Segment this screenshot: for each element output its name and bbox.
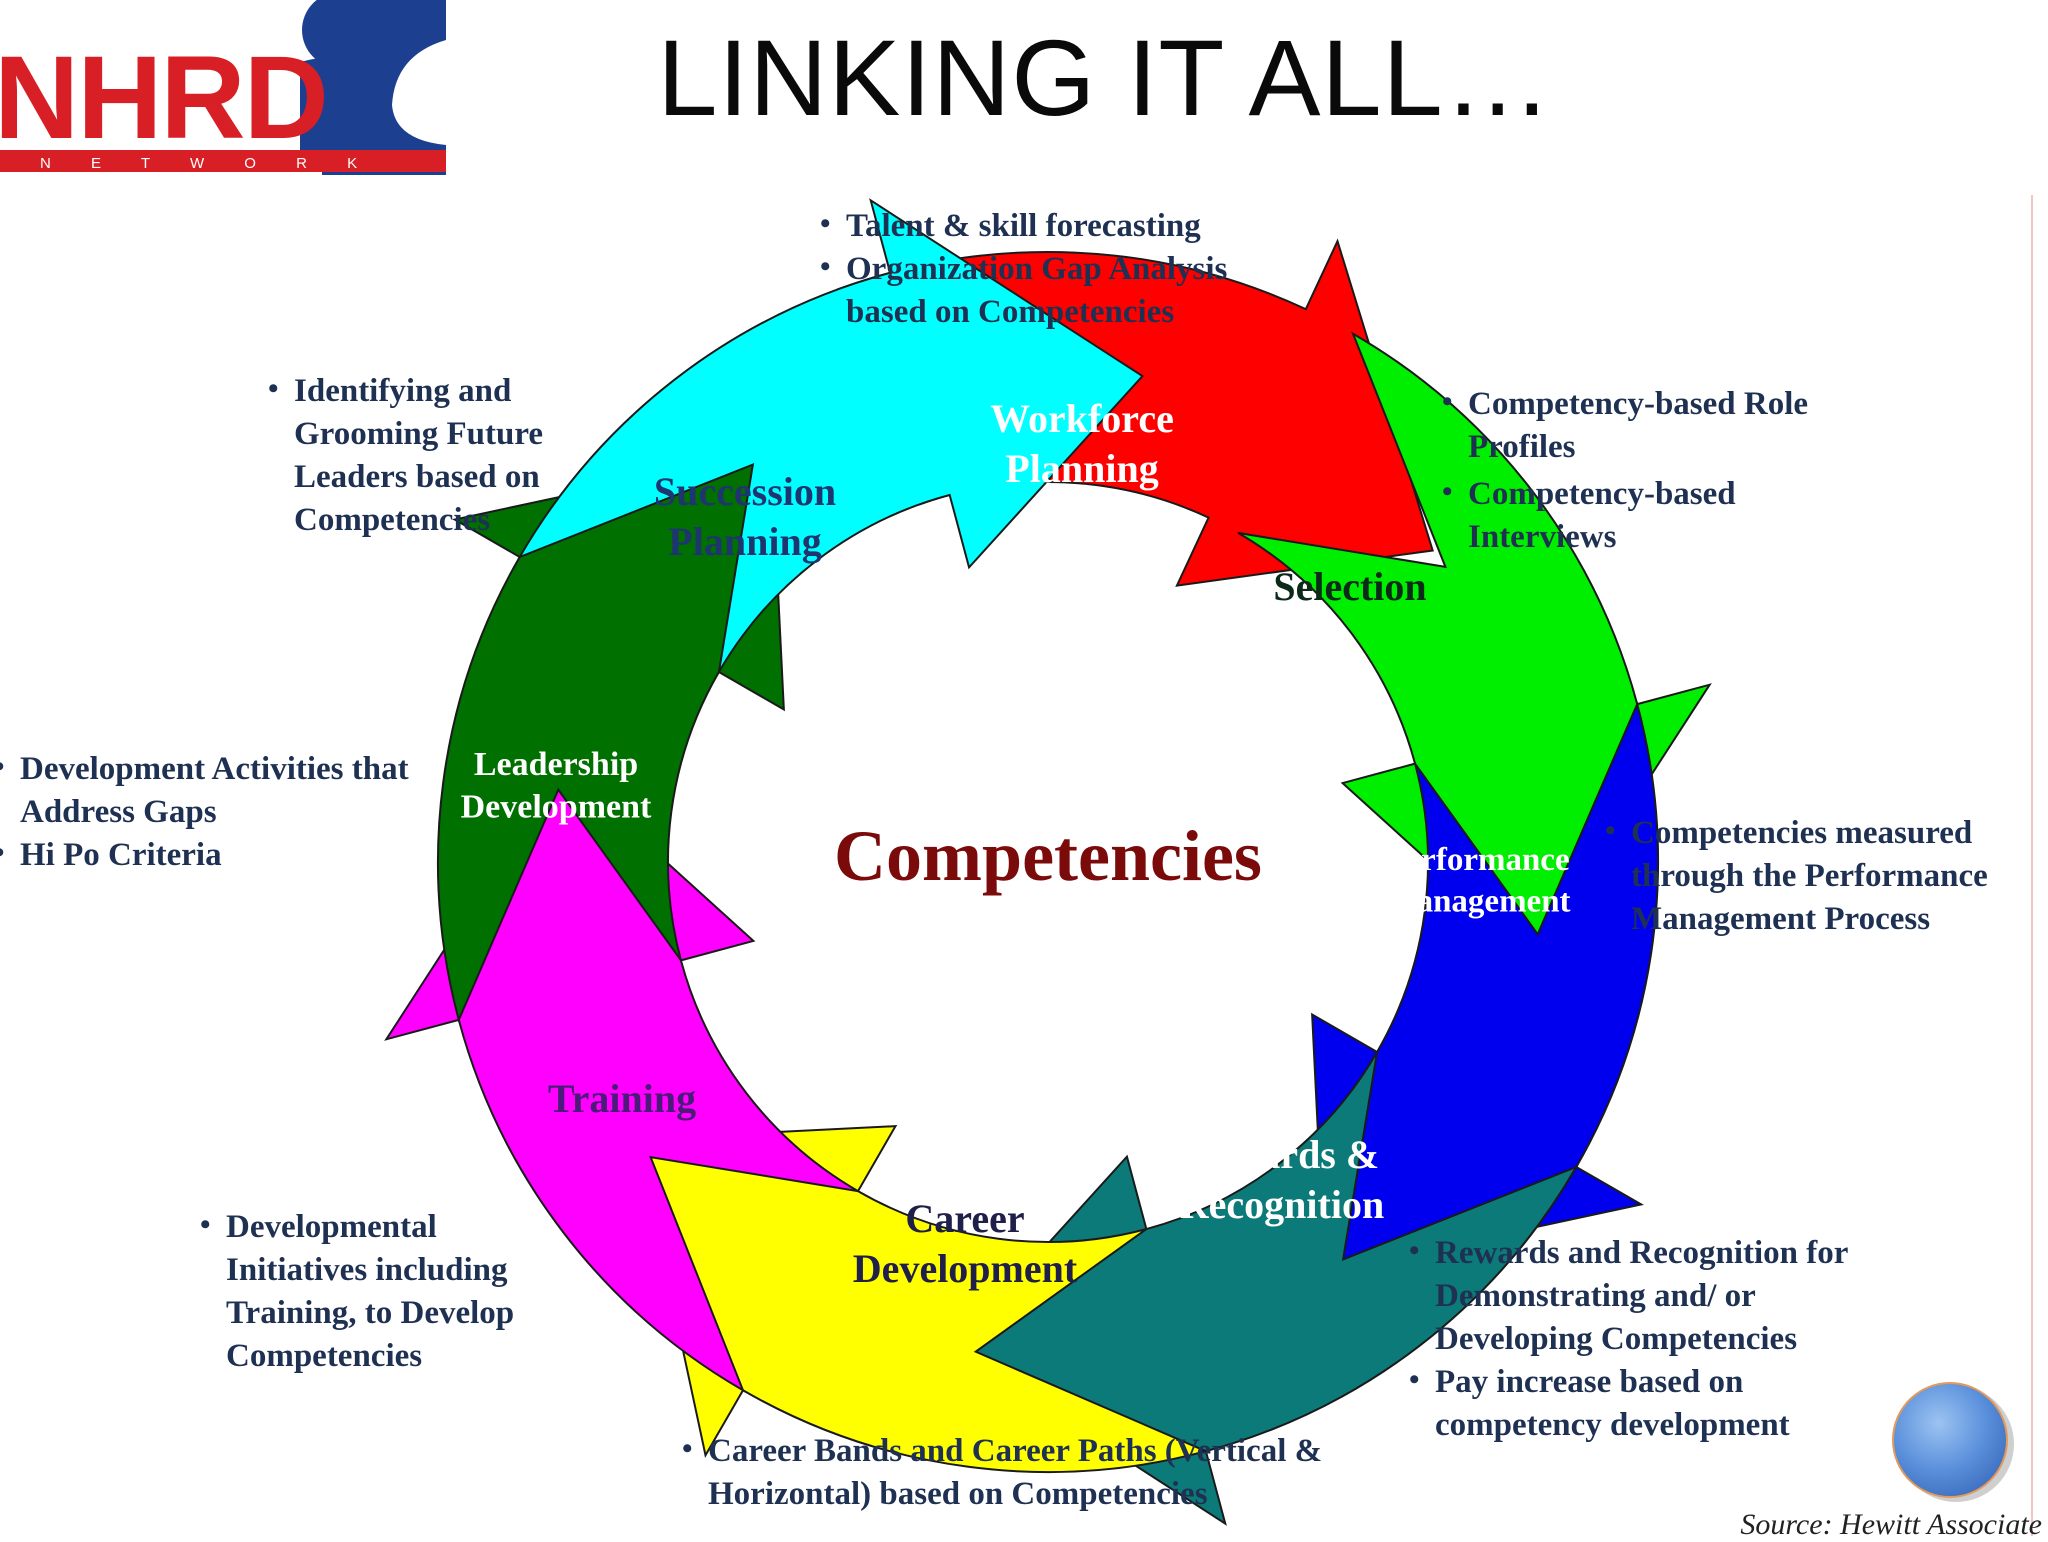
- training-label-line: Training: [548, 1076, 696, 1121]
- logo-subtext: N E T W O R K: [40, 155, 375, 172]
- rewards-note-2: Pay increase based on competency develop…: [1407, 1358, 1855, 1447]
- slide-edge-rule: [2031, 195, 2033, 1536]
- workforce-label-line: Planning: [1005, 446, 1158, 491]
- slide-nav-button[interactable]: [1890, 1380, 2016, 1506]
- center-label: Competencies: [834, 816, 1262, 896]
- workforce-note-1: Talent & skill forecasting: [818, 202, 1338, 248]
- workforce-notes: Talent & skill forecasting Organization …: [818, 202, 1338, 334]
- training-arrow: [384, 766, 859, 1393]
- performance-label-line: Management: [1385, 883, 1570, 919]
- performance-notes: Competencies measured through the Perfor…: [1603, 809, 2048, 941]
- selection-note-2: Competency-based Interviews: [1440, 470, 1798, 559]
- career-notes: Career Bands and Career Paths (Vertical …: [680, 1427, 1425, 1516]
- training-label: Training: [548, 1076, 696, 1121]
- nhrd-logo: NHRD N E T W O R K: [0, 0, 446, 175]
- training-note-1: Developmental Initiatives including Trai…: [198, 1203, 568, 1378]
- selection-note-1: Competency-based Role Profiles: [1440, 380, 1860, 469]
- source-credit: Source: Hewitt Associate: [1740, 1508, 2042, 1541]
- performance-label-line: Performance: [1386, 842, 1569, 878]
- rewards-notes: Rewards and Recognition for Demonstratin…: [1407, 1229, 1887, 1447]
- leadership-label-line: Development: [461, 789, 652, 826]
- leadership-note-2: Hi Po Criteria: [0, 831, 462, 877]
- page-title: LINKING IT ALL…: [657, 17, 1553, 138]
- rewards-note-1: Rewards and Recognition for Demonstratin…: [1407, 1229, 1887, 1361]
- career-note-1: Career Bands and Career Paths (Vertical …: [680, 1427, 1425, 1516]
- succession-note-1: Identifying and Grooming Future Leaders …: [266, 367, 596, 542]
- career-label-line: Development: [853, 1246, 1078, 1291]
- selection-label: Selection: [1273, 564, 1426, 609]
- workforce-note-2: Organization Gap Analysis based on Compe…: [818, 245, 1306, 334]
- rewards-label-line: Recognition: [1180, 1182, 1384, 1227]
- performance-note-1: Competencies measured through the Perfor…: [1603, 809, 2048, 941]
- training-notes: Developmental Initiatives including Trai…: [198, 1203, 568, 1378]
- succession-notes: Identifying and Grooming Future Leaders …: [266, 367, 596, 542]
- selection-label-line: Selection: [1273, 564, 1426, 609]
- rewards-label-line: Rewards &: [1185, 1132, 1379, 1177]
- succession-label-line: Planning: [668, 519, 821, 564]
- career-label-line: Career: [905, 1196, 1024, 1241]
- logo-text: NHRD: [0, 32, 327, 164]
- leadership-notes: Development Activities that Address Gaps…: [0, 745, 462, 877]
- workforce-label-line: Workforce: [990, 396, 1174, 441]
- leadership-label-line: Leadership: [474, 746, 638, 783]
- rewards-label: Rewards & Recognition: [1180, 1132, 1384, 1227]
- selection-notes: Competency-based Role Profiles Competenc…: [1440, 380, 1860, 559]
- leadership-note-1: Development Activities that Address Gaps: [0, 745, 460, 834]
- succession-label-line: Succession: [654, 469, 836, 514]
